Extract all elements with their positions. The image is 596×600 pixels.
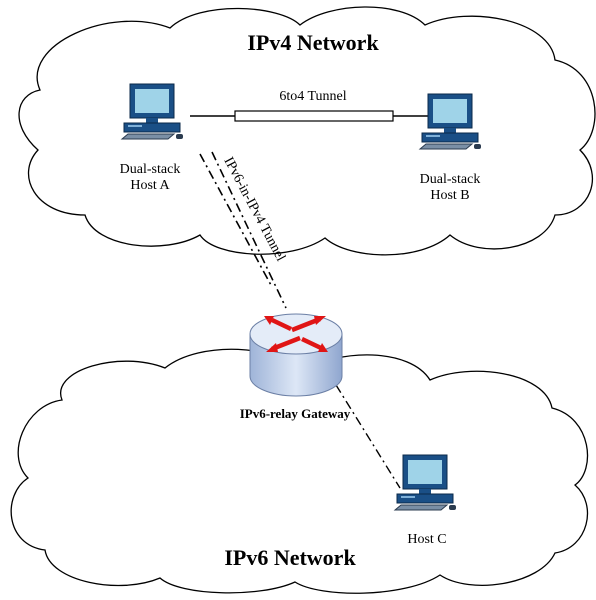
computer-part — [474, 144, 481, 149]
gateway-to-host-c-path — [335, 384, 401, 489]
host-a-label-line1: Dual-stack — [119, 162, 181, 177]
computer-part — [128, 125, 142, 127]
computer-part — [433, 99, 467, 123]
computer-part — [123, 122, 181, 133]
computer-part — [135, 89, 169, 113]
ipv4-cloud — [18, 6, 596, 256]
computer-part — [146, 118, 158, 123]
host-a-computer-icon — [120, 83, 183, 140]
computer-part — [393, 504, 449, 511]
computer-part — [421, 132, 479, 143]
computer-part — [120, 133, 176, 140]
ipv4-network-title: IPv4 Network — [247, 30, 379, 55]
host-c-label: Host C — [407, 532, 447, 547]
host-b-label-line2: Host B — [430, 188, 470, 204]
computer-part — [176, 134, 183, 139]
ipv6-in-ipv4-tunnel-edge-1 — [199, 153, 273, 288]
computer-part — [418, 143, 474, 150]
computer-part — [396, 493, 454, 504]
host-b-computer-icon — [418, 93, 481, 150]
host-b-label: Dual-stack Host B — [400, 172, 500, 204]
computer-part — [426, 135, 440, 137]
computer-part — [408, 460, 442, 484]
gateway-label: IPv6-relay Gateway — [239, 406, 351, 421]
sixto4-tunnel-label: 6to4 Tunnel — [279, 89, 347, 104]
host-b-label-line1: Dual-stack — [419, 172, 481, 187]
computer-part — [444, 128, 456, 133]
computer-part — [419, 489, 431, 494]
sixto4-tunnel-pipe — [234, 110, 394, 122]
host-c-computer-icon — [393, 454, 456, 511]
computer-part — [401, 496, 415, 498]
host-a-label-line2: Host A — [130, 178, 170, 194]
computer-part — [449, 505, 456, 510]
gateway-router-icon — [249, 313, 343, 397]
host-a-label: Dual-stack Host A — [100, 162, 200, 194]
ipv6-network-title: IPv6 Network — [224, 545, 356, 570]
